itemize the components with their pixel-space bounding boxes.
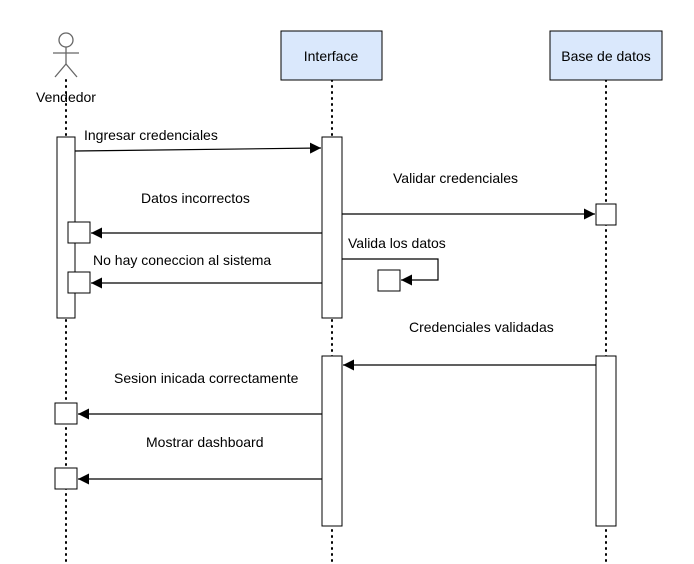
activation-self-validate (377, 269, 401, 292)
actor-label: Vendedor (36, 89, 96, 105)
message-label-ingresar-credenciales: Ingresar credenciales (84, 127, 218, 143)
activation-actor-error-1 (67, 221, 91, 244)
message-label-datos-incorrectos: Datos incorrectos (141, 190, 250, 206)
message-label-credenciales-validadas: Credenciales validadas (409, 319, 554, 335)
participant-database-label: Base de datos (561, 48, 651, 64)
actor-icon (53, 32, 79, 78)
message-label-no-hay-coneccion: No hay coneccion al sistema (93, 252, 271, 268)
message-label-validar-credenciales: Validar credenciales (393, 170, 518, 186)
activation-database-2 (595, 355, 617, 527)
participant-interface-box (280, 30, 383, 81)
participant-database-box (549, 30, 663, 81)
message-label-mostrar-dashboard: Mostrar dashboard (146, 434, 264, 450)
activation-actor-dashboard (54, 467, 78, 490)
activation-actor-error-2 (67, 271, 91, 294)
message-label-sesion-iniciada: Sesion inicada correctamente (114, 370, 299, 386)
activation-actor-session (54, 402, 78, 425)
message-arrow-ingresar-credenciales (74, 142, 322, 154)
activation-database-1 (595, 203, 617, 226)
participant-interface-label: Interface (304, 48, 359, 64)
activation-interface-1 (321, 136, 343, 319)
activation-interface-2 (321, 355, 343, 527)
message-label-valida-los-datos: Valida los datos (348, 235, 446, 251)
message-arrow-valida-los-datos (342, 258, 439, 286)
